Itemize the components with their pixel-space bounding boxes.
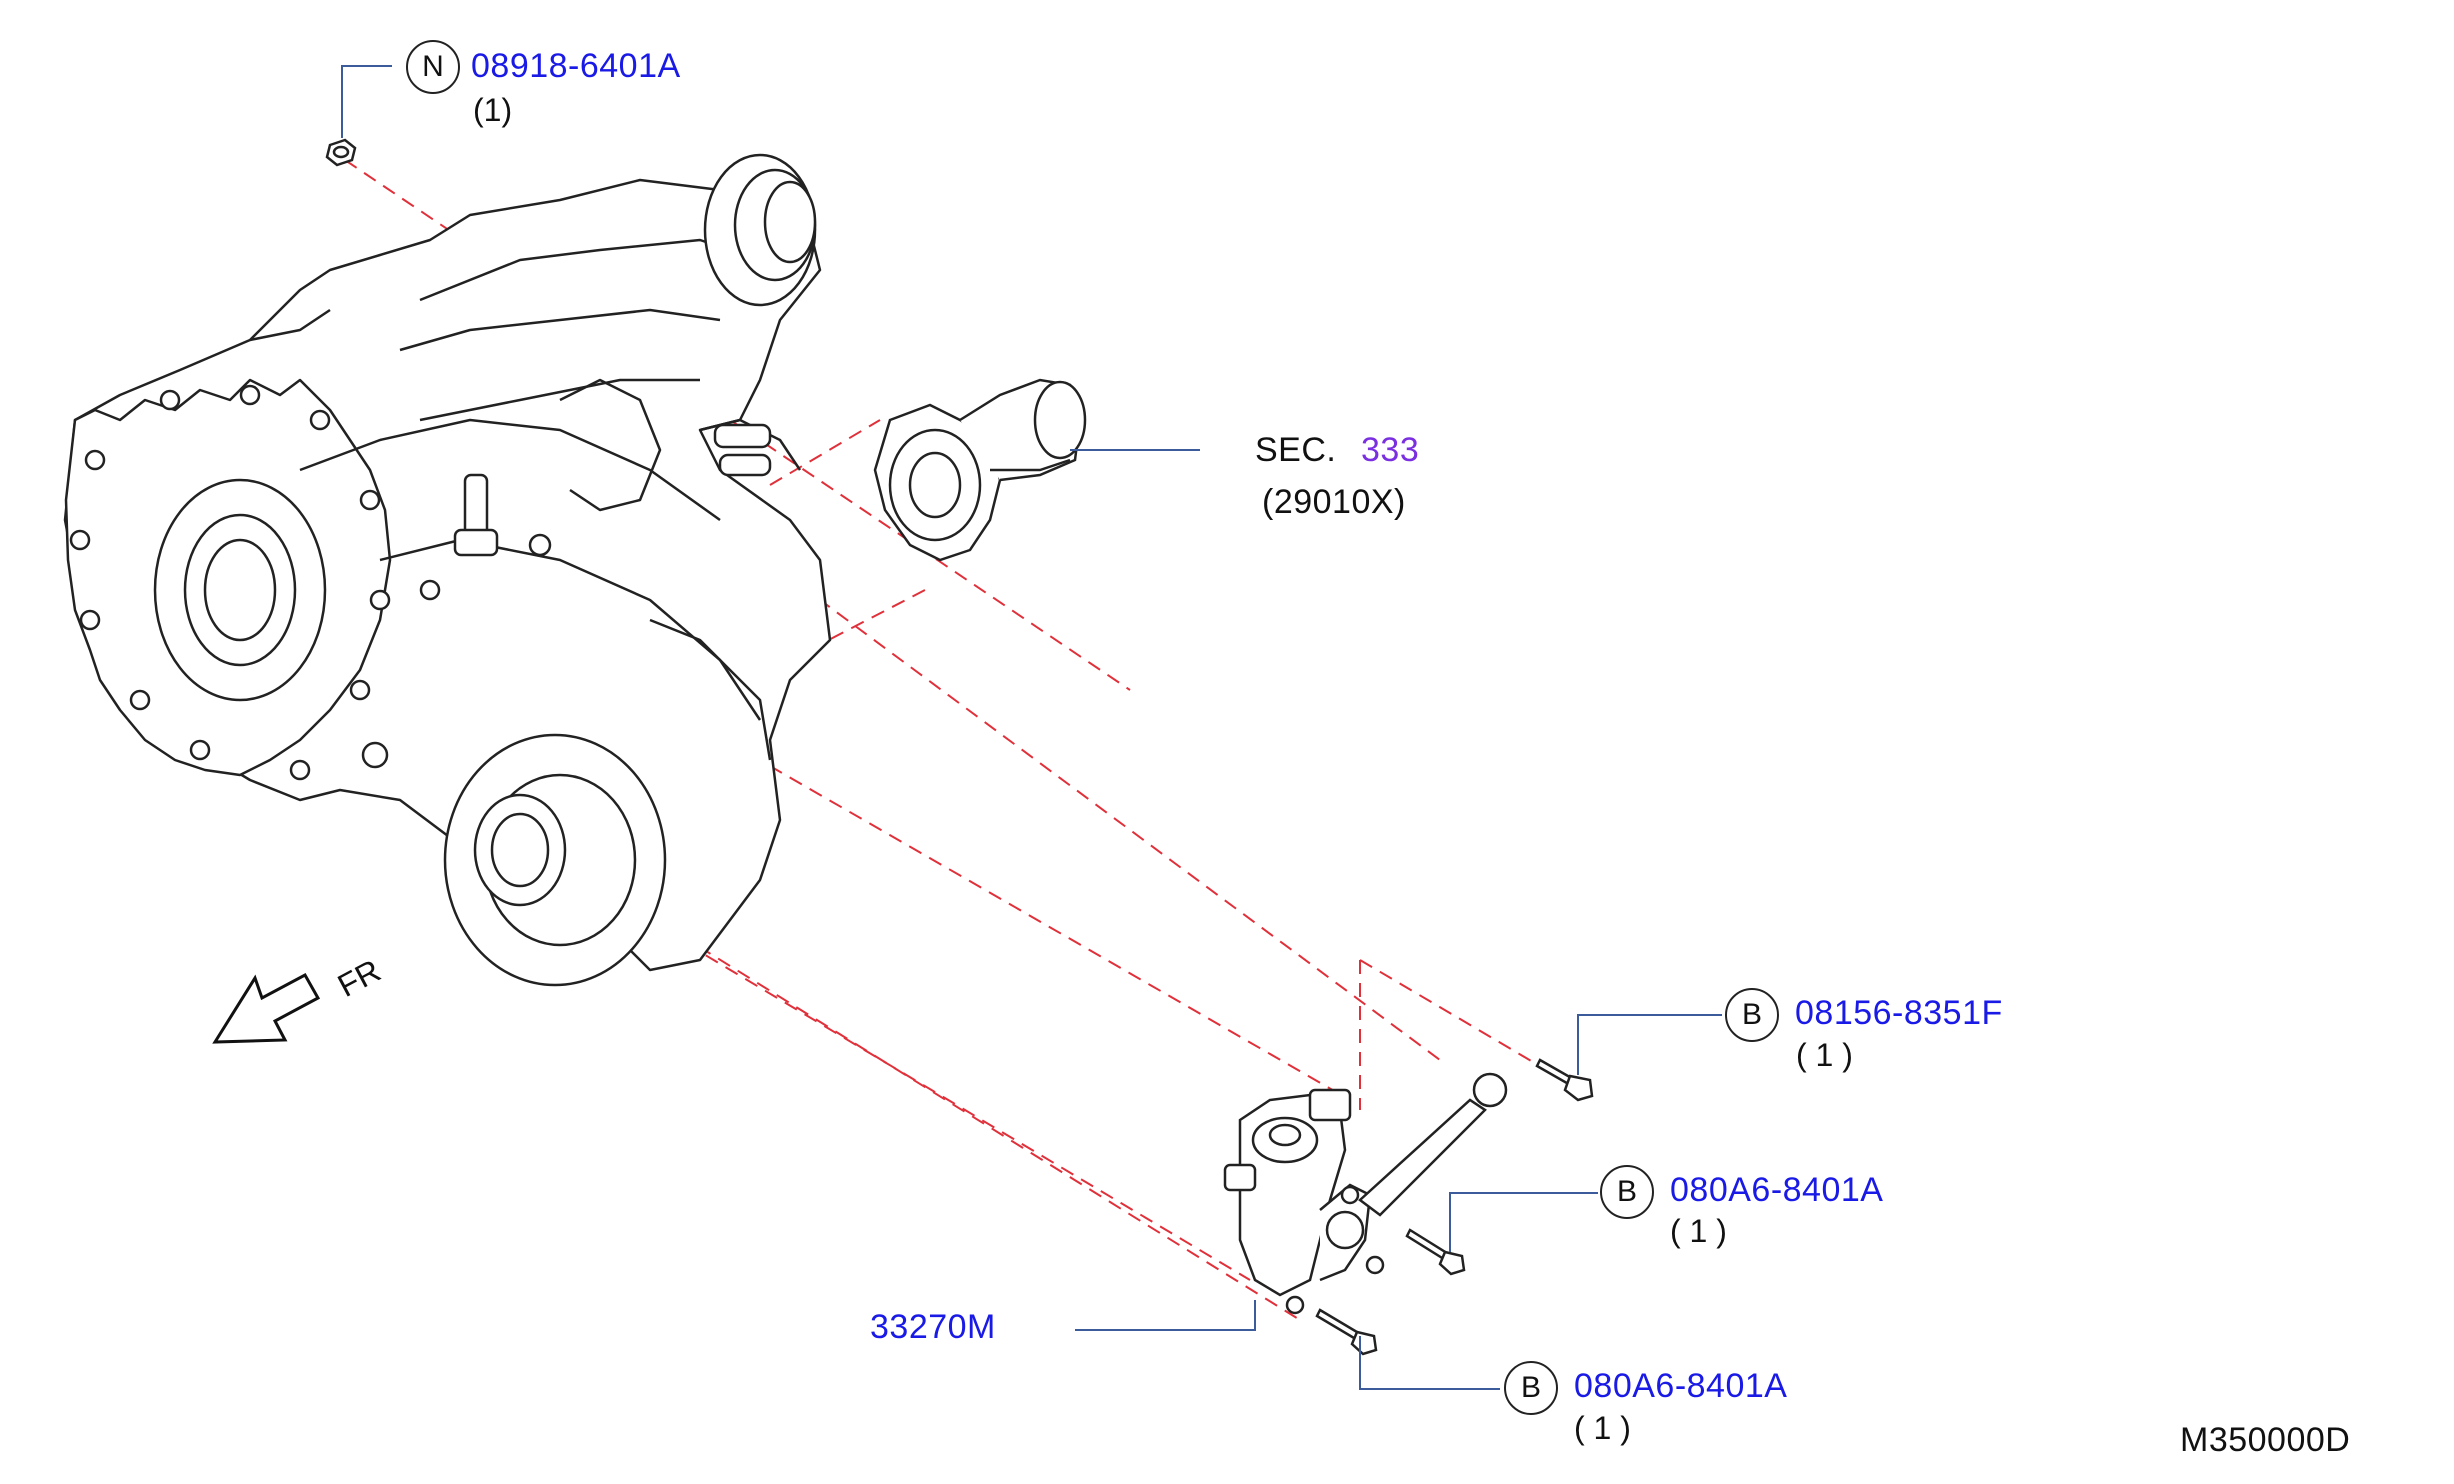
qty-bolt-3: ( 1 ) xyxy=(1574,1410,1631,1446)
leader-bolt-2 xyxy=(1449,1192,1598,1252)
leader-actuator xyxy=(1075,1300,1256,1331)
qty-bolt-2: ( 1 ) xyxy=(1670,1213,1727,1249)
part-number-bolt-3[interactable]: 080A6-8401A xyxy=(1574,1367,1788,1405)
actuator-motor-illustration xyxy=(873,378,1087,562)
leader-bolt-1 xyxy=(1577,1014,1722,1075)
part-number-bolt-2[interactable]: 080A6-8401A xyxy=(1670,1171,1884,1209)
leader-lines xyxy=(341,65,1722,1390)
bolt-2-illustration xyxy=(1405,1228,1466,1276)
connector-2 xyxy=(718,453,772,477)
section-number-link[interactable]: 333 xyxy=(1361,431,1420,469)
connector-1 xyxy=(713,423,772,449)
callout-symbol-nut: N xyxy=(406,40,460,94)
shift-actuator-illustration xyxy=(1223,1072,1508,1315)
front-arrow-icon xyxy=(212,972,321,1044)
callout-symbol-bolt-3: B xyxy=(1504,1361,1558,1415)
leader-bolt-3 xyxy=(1359,1336,1500,1390)
callout-symbol-bolt-1: B xyxy=(1725,988,1779,1042)
transfer-case-illustration xyxy=(63,153,832,987)
section-code: (29010X) xyxy=(1262,483,1406,521)
nut-illustration xyxy=(325,138,357,167)
qty-bolt-1: ( 1 ) xyxy=(1796,1037,1853,1073)
section-prefix: SEC. xyxy=(1255,431,1337,469)
transfer-case-housing xyxy=(63,178,832,972)
callout-symbol-bolt-2: B xyxy=(1600,1165,1654,1219)
diagram-code: M350000D xyxy=(2180,1421,2351,1459)
part-number-bolt-1[interactable]: 08156-8351F xyxy=(1795,994,2003,1032)
speed-sensor-stub xyxy=(463,473,489,537)
part-number-actuator[interactable]: 33270M xyxy=(870,1308,996,1346)
bolt-1-illustration xyxy=(1535,1058,1594,1102)
bolt-illustrations xyxy=(1315,1058,1594,1356)
leader-nut xyxy=(341,65,392,138)
bolt-3-illustration xyxy=(1315,1308,1378,1356)
qty-nut: (1) xyxy=(473,92,513,128)
part-number-nut[interactable]: 08918-6401A xyxy=(471,47,681,85)
